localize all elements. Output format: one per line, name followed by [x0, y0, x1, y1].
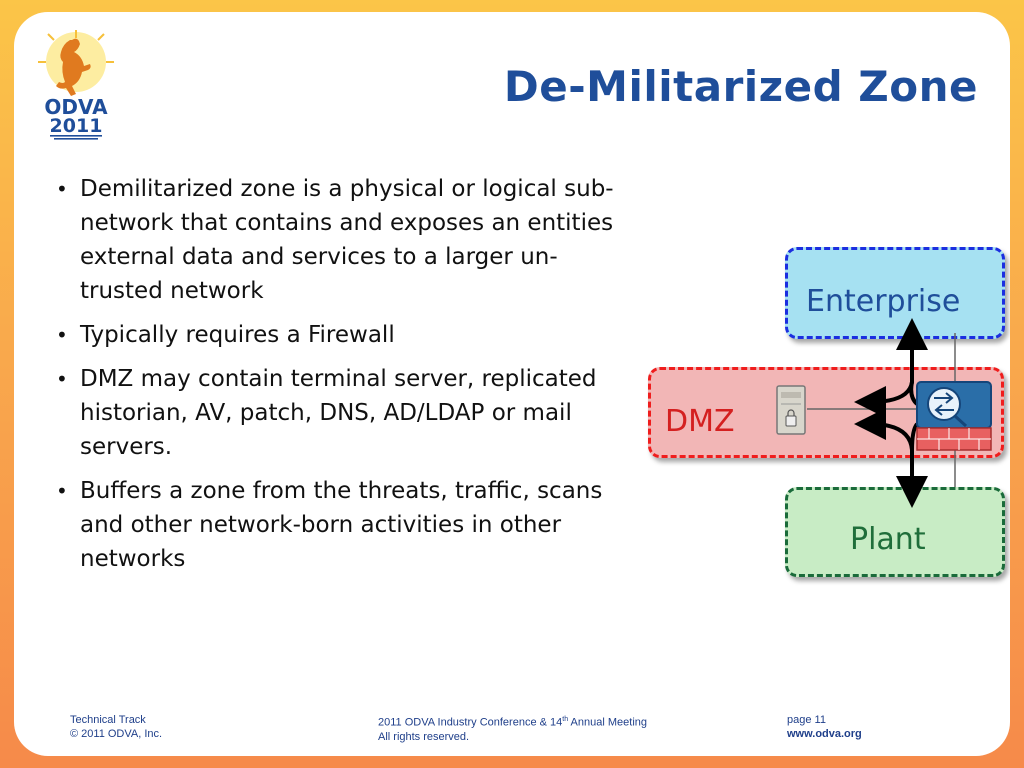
bullet-dot-icon: •: [56, 177, 68, 201]
plant-zone: [785, 487, 1005, 577]
bullet-dot-icon: •: [56, 323, 68, 347]
logo-year: 2011: [50, 115, 103, 137]
bullet-dot-icon: •: [56, 367, 68, 391]
server-icon: [776, 385, 806, 435]
bullet-list: • Demilitarized zone is a physical or log…: [54, 172, 629, 586]
enterprise-label: Enterprise: [806, 284, 961, 319]
arrow-to-server-bottom: [854, 408, 914, 451]
firewall-icon: [916, 381, 992, 451]
footer-copyright: © 2011 ODVA, Inc.: [70, 728, 163, 740]
bullet-text: Typically requires a Firewall: [80, 322, 395, 348]
bullet-dot-icon: •: [56, 479, 68, 503]
bullet-item: • DMZ may contain terminal server, replic…: [54, 362, 629, 464]
slide: ODVA 2011 De-Militarized Zone • Demilitar…: [14, 12, 1010, 756]
plant-label: Plant: [850, 522, 926, 557]
footer-rights: All rights reserved.: [378, 730, 470, 743]
footer-left: Technical Track © 2011 ODVA, Inc.: [70, 713, 162, 741]
slide-title: De-Militarized Zone: [503, 62, 978, 111]
bullet-text: Demilitarized zone is a physical or logi…: [80, 176, 614, 304]
footer-conference-post: Annual Meeting: [568, 716, 647, 729]
network-diagram: [776, 318, 992, 508]
footer-middle: 2011 ODVA Industry Conference & 14th Ann…: [378, 713, 647, 744]
footer-conference-pre: 2011 ODVA Industry Conference & 14: [378, 716, 563, 729]
bullet-item: • Demilitarized zone is a physical or log…: [54, 172, 629, 308]
bullet-item: • Typically requires a Firewall: [54, 318, 629, 352]
website-link-text[interactable]: www.odva.org: [787, 728, 862, 740]
footer-conference-sup: th: [562, 716, 569, 723]
logo-name: ODVA: [44, 95, 108, 119]
website-link[interactable]: www.odva.org: [787, 727, 862, 741]
footer-track: Technical Track: [70, 714, 146, 726]
bullet-text: Buffers a zone from the threats, traffic…: [80, 478, 603, 572]
enterprise-zone: [785, 247, 1005, 339]
dmz-label: DMZ: [665, 404, 735, 439]
arrow-to-plant: [896, 422, 928, 508]
bullet-item: • Buffers a zone from the threats, traffi…: [54, 474, 629, 576]
odva-logo-icon: ODVA 2011: [38, 30, 114, 140]
arrow-to-server-top: [854, 381, 914, 418]
page-number: page 11: [787, 714, 826, 726]
footer-conference: 2011 ODVA Industry Conference & 14th Ann…: [378, 713, 647, 730]
footer-right: page 11 www.odva.org: [787, 713, 862, 741]
bullet-text: DMZ may contain terminal server, replica…: [80, 366, 597, 460]
